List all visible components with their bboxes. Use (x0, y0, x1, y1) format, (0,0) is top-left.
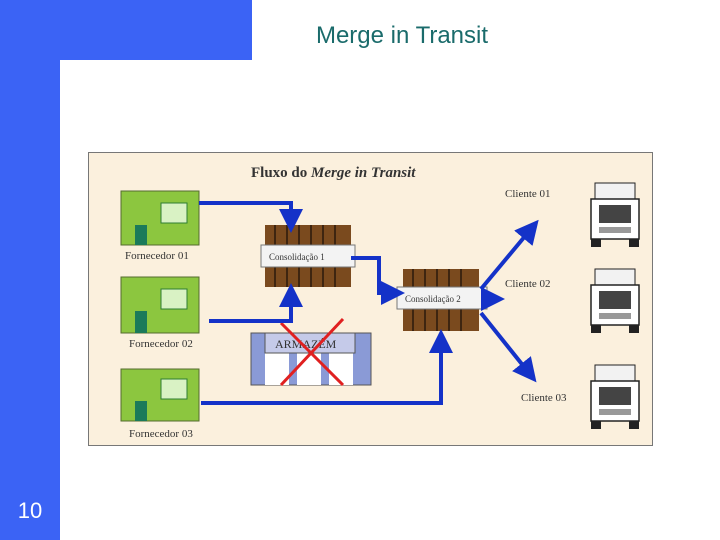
truck-icon (590, 182, 640, 247)
client-1-label: Cliente 01 (505, 188, 551, 200)
flow-arrows (199, 201, 539, 405)
arrow-supplier2-to-consolidation1 (209, 283, 303, 323)
warehouse-building: ARMAZÉM (250, 332, 372, 386)
supplier-2-label: Fornecedor 02 (129, 338, 193, 350)
slide-title: Merge in Transit (315, 22, 489, 49)
arrow-supplier3-to-consolidation2 (201, 329, 453, 405)
merge-in-transit-diagram: Fluxo do Merge in Transit Fornecedor 01 … (88, 152, 653, 446)
supplier-2-factory: Fornecedor 02 (120, 276, 200, 350)
content-corner (60, 60, 100, 100)
heading-italic: Merge in Transit (310, 165, 416, 181)
arrow-to-client-1 (479, 219, 539, 291)
consolidation-2-label: Consolidação 2 (405, 294, 461, 304)
client-3-label: Cliente 03 (521, 392, 567, 404)
diagram-heading: Fluxo do Merge in Transit (251, 165, 416, 181)
arrow-consolidation1-to-consolidation2 (351, 256, 405, 305)
cancel-cross-icon (279, 317, 345, 387)
truck-icon (590, 364, 640, 429)
supplier-1-label: Fornecedor 01 (125, 250, 189, 262)
client-2-label: Cliente 02 (505, 278, 551, 290)
arrow-to-client-3 (479, 311, 537, 383)
heading-prefix: Fluxo do (251, 165, 311, 181)
truck-icon (590, 268, 640, 333)
supplier-3-factory: Fornecedor 03 (120, 368, 200, 440)
consolidation-1-label: Consolidação 1 (269, 252, 325, 262)
supplier-3-label: Fornecedor 03 (129, 428, 193, 440)
left-accent-bar (0, 0, 60, 540)
consolidation-2-crate: Consolidação 2 (396, 269, 488, 331)
arrow-supplier1-to-consolidation1 (199, 201, 303, 233)
supplier-1-factory: Fornecedor 01 (120, 190, 200, 262)
page-number: 10 (17, 498, 43, 523)
consolidation-1-crate: Consolidação 1 (260, 225, 356, 287)
